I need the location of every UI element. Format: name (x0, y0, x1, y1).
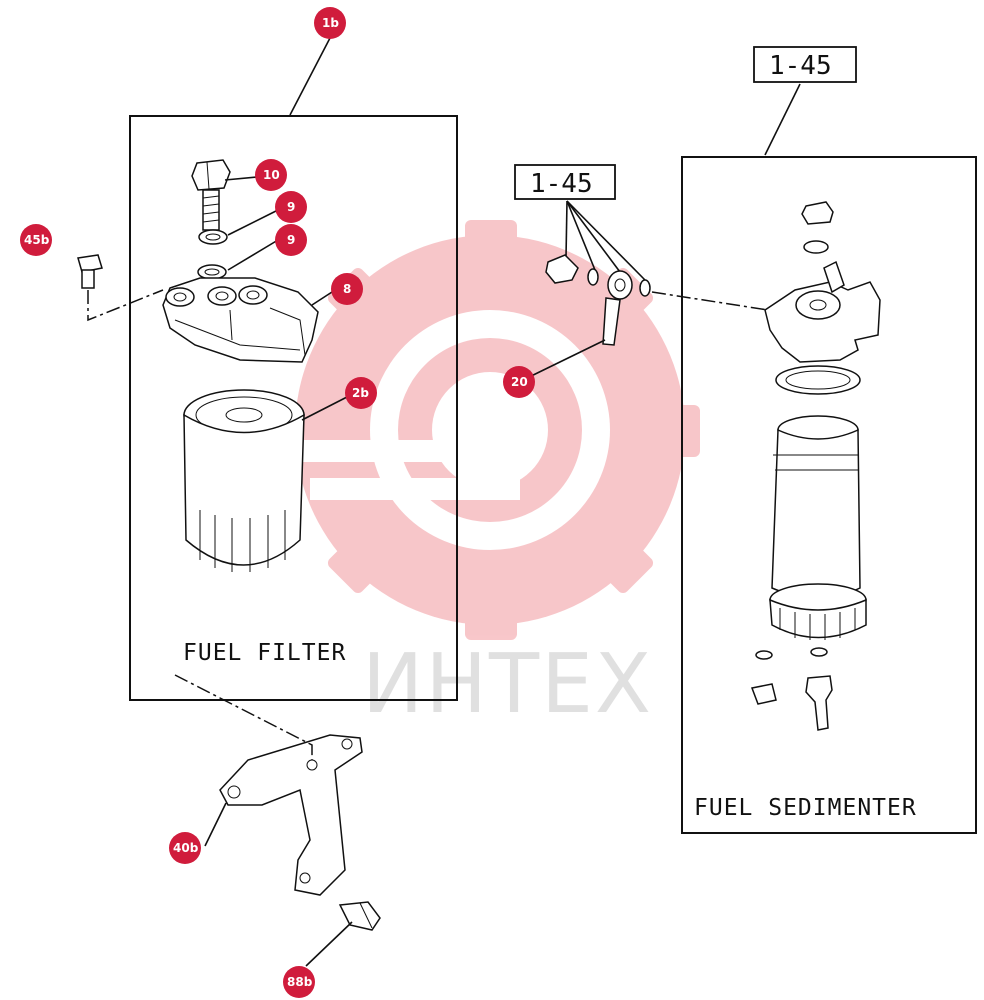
fuel-sedimenter-panel: FUEL SEDIMENTER (681, 83, 977, 834)
callout-2b-label: 2b (352, 386, 369, 400)
callout-1b-label: 1b (322, 16, 339, 30)
callout-9-lower[interactable]: 9 (275, 224, 307, 256)
fuel-sedimenter-label: FUEL SEDIMENTER (694, 795, 917, 821)
bracket-bolt-88b (204, 802, 381, 967)
ref-box-sedimenter-text: 1-45 (769, 51, 832, 81)
callout-20-label: 20 (511, 375, 528, 389)
callout-45b[interactable]: 45b (20, 224, 52, 256)
callout-88b-label: 88b (287, 975, 313, 989)
callout-10-label: 10 (263, 168, 280, 182)
callout-88b[interactable]: 88b (283, 966, 315, 998)
sedimenter-plug (801, 201, 834, 225)
ref-box-sedimenter: 1-45 (753, 46, 857, 83)
callout-9-upper-label: 9 (287, 200, 295, 214)
water-sensor (805, 675, 833, 731)
filter-washer-upper (198, 229, 228, 245)
fuel-sedimenter-frame (681, 156, 977, 834)
eye-bolt-fitting (545, 254, 769, 346)
fuel-filter-frame (129, 115, 458, 701)
callout-2b[interactable]: 2b (345, 377, 377, 409)
filter-bracket (174, 674, 363, 896)
callout-40b-label: 40b (173, 841, 199, 855)
sedimenter-ring-nut (769, 583, 867, 640)
sedimenter-o-ring (775, 365, 861, 395)
ref-box-hose: 1-45 (514, 164, 616, 200)
sensor-washer (810, 647, 828, 657)
filter-washer-lower (197, 264, 227, 280)
callout-1b[interactable]: 1b (314, 7, 346, 39)
watermark-text: ИНТЕХ (362, 637, 653, 732)
callout-9-upper[interactable]: 9 (275, 191, 307, 223)
callout-9-lower-label: 9 (287, 233, 295, 247)
drain-plug (750, 683, 777, 705)
sedimenter-head (764, 260, 881, 363)
callout-40b[interactable]: 40b (169, 832, 201, 864)
mounting-bolt-45b (77, 254, 164, 322)
callout-10[interactable]: 10 (255, 159, 287, 191)
fuel-filter-panel: FUEL FILTER (129, 37, 458, 701)
ref-box-hose-text: 1-45 (530, 169, 593, 199)
filter-head (162, 277, 319, 363)
drain-washer (755, 650, 773, 660)
sedimenter-bowl (771, 415, 861, 611)
filter-cartridge (183, 389, 305, 572)
callout-8-label: 8 (343, 282, 351, 296)
sedimenter-plug-seal (803, 240, 829, 254)
callout-20[interactable]: 20 (503, 366, 535, 398)
filter-bolt (191, 159, 231, 231)
fuel-filter-label: FUEL FILTER (183, 640, 346, 666)
callout-8[interactable]: 8 (331, 273, 363, 305)
callout-45b-label: 45b (24, 233, 50, 247)
